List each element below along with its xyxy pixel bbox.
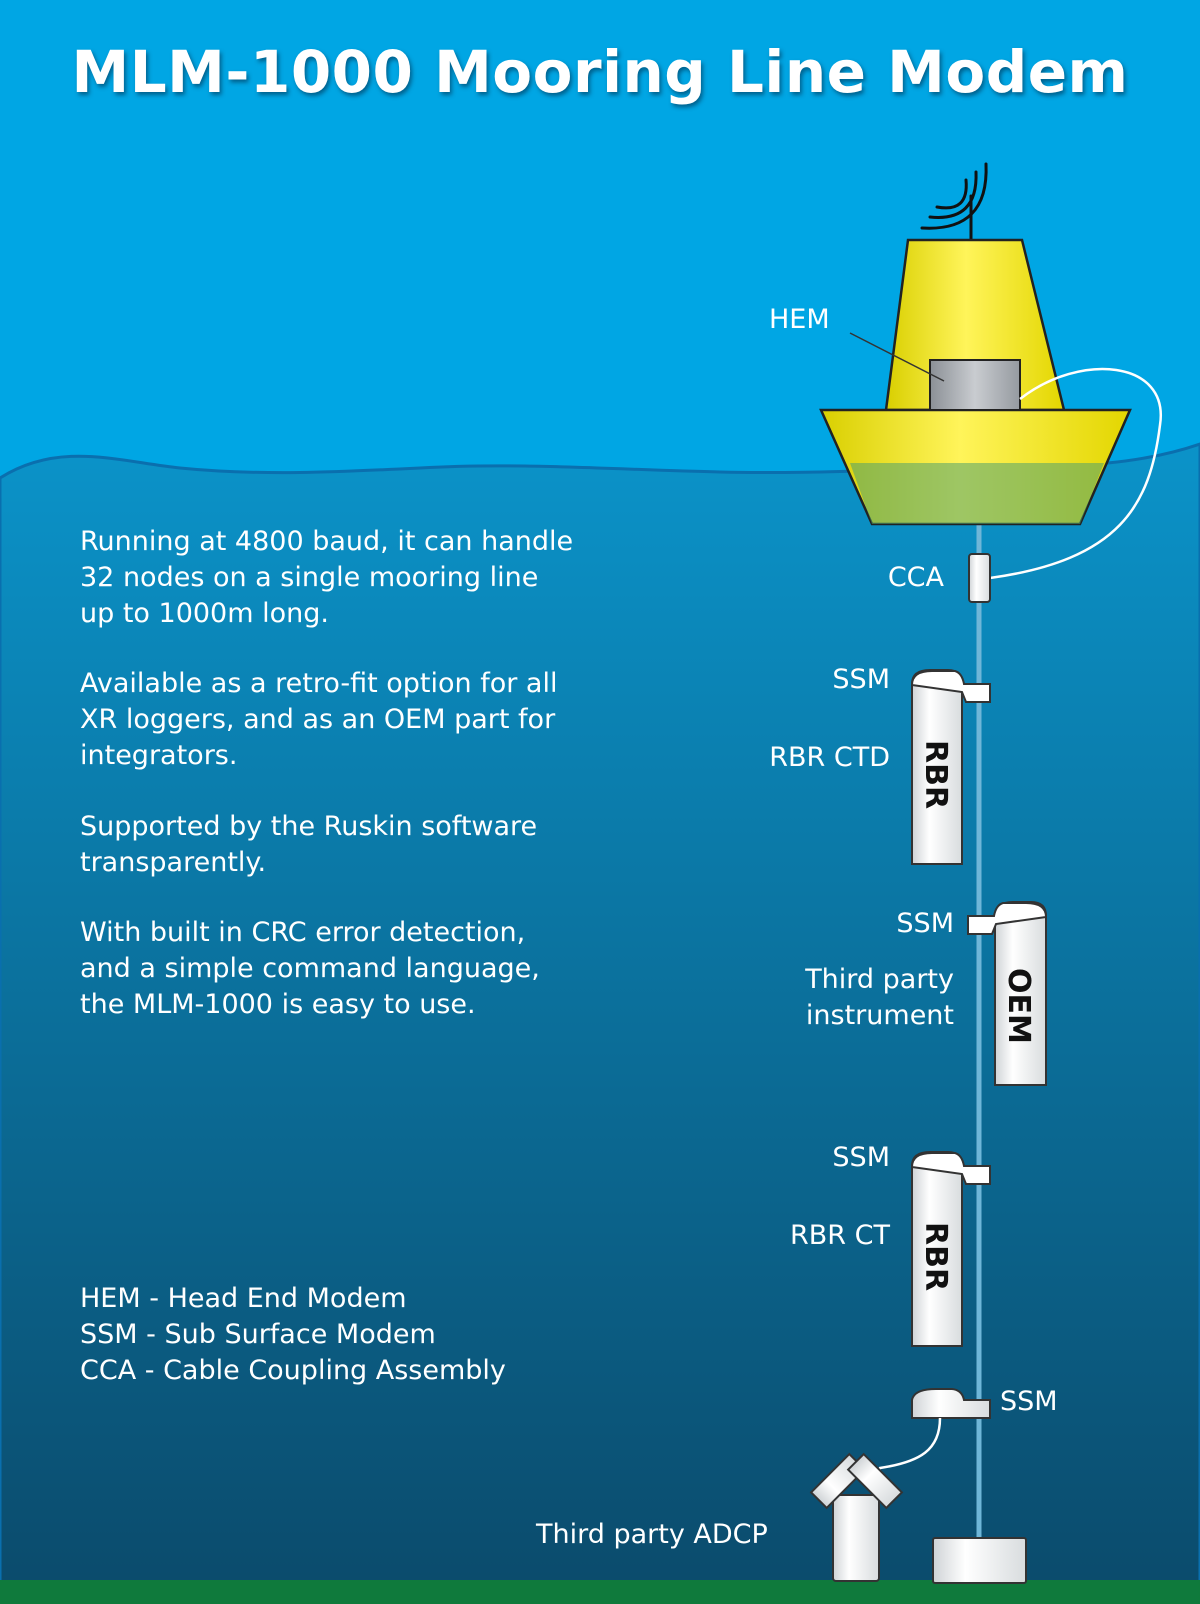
rbr-mark-ctd: RBR bbox=[918, 740, 953, 810]
description-line: Supported by the Ruskin software bbox=[80, 811, 538, 842]
label-ssm-1: SSM bbox=[832, 664, 890, 695]
description-paragraph-4: With built in CRC error detection, and a… bbox=[80, 915, 540, 1023]
adcp-instrument bbox=[809, 1452, 904, 1582]
cca-coupler bbox=[968, 553, 991, 603]
label-ssm-2: SSM bbox=[896, 908, 954, 939]
description-paragraph-3: Supported by the Ruskin software transpa… bbox=[80, 809, 537, 881]
label-rbr-ctd: RBR CTD bbox=[769, 742, 890, 773]
description-line: Available as a retro-fit option for all bbox=[80, 668, 558, 699]
page-title: MLM-1000 Mooring Line Modem bbox=[71, 38, 1129, 106]
coupling-cable bbox=[989, 367, 1162, 580]
description-line: transparently. bbox=[80, 847, 267, 878]
label-hem: HEM bbox=[769, 304, 830, 335]
description-paragraph-2: Available as a retro-fit option for all … bbox=[80, 666, 557, 774]
description-line: XR loggers, and as an OEM part for bbox=[80, 704, 556, 735]
rbr-ct-logger bbox=[910, 1151, 991, 1347]
abbreviation-legend: HEM - Head End Modem SSM - Sub Surface M… bbox=[80, 1281, 506, 1389]
label-third-party-instrument-1: Third party bbox=[805, 964, 954, 995]
description-paragraph-1: Running at 4800 baud, it can handle 32 n… bbox=[80, 524, 573, 632]
rbr-ctd-logger bbox=[910, 669, 991, 865]
description-line: integrators. bbox=[80, 740, 238, 771]
description-line: and a simple command language, bbox=[80, 953, 540, 984]
label-cca: CCA bbox=[887, 562, 944, 593]
oem-instrument bbox=[967, 901, 1048, 1086]
oem-mark: OEM bbox=[1001, 968, 1036, 1044]
rbr-mark-ct: RBR bbox=[918, 1222, 953, 1292]
label-rbr-ct: RBR CT bbox=[790, 1220, 890, 1251]
hem-unit bbox=[929, 359, 1021, 411]
anchor-weight bbox=[932, 1537, 1027, 1584]
abbreviation-cca: CCA - Cable Coupling Assembly bbox=[80, 1355, 506, 1386]
adcp-cable bbox=[872, 1417, 942, 1481]
description-line: the MLM-1000 is easy to use. bbox=[80, 989, 476, 1020]
hem-pointer bbox=[849, 332, 945, 382]
description-line: up to 1000m long. bbox=[80, 598, 329, 629]
buoy bbox=[819, 238, 1132, 526]
description-line: Running at 4800 baud, it can handle bbox=[80, 526, 574, 557]
abbreviation-ssm: SSM - Sub Surface Modem bbox=[80, 1319, 436, 1350]
description-line: 32 nodes on a single mooring line bbox=[80, 562, 539, 593]
label-third-party-instrument-2: instrument bbox=[805, 1000, 954, 1031]
label-third-party-adcp: Third party ADCP bbox=[536, 1519, 768, 1550]
label-ssm-4: SSM bbox=[1000, 1386, 1058, 1417]
ssm-modem-adcp bbox=[911, 1388, 991, 1419]
antenna-icon bbox=[920, 162, 988, 242]
label-ssm-3: SSM bbox=[832, 1142, 890, 1173]
abbreviation-hem: HEM - Head End Modem bbox=[80, 1283, 407, 1314]
description-line: With built in CRC error detection, bbox=[80, 917, 526, 948]
